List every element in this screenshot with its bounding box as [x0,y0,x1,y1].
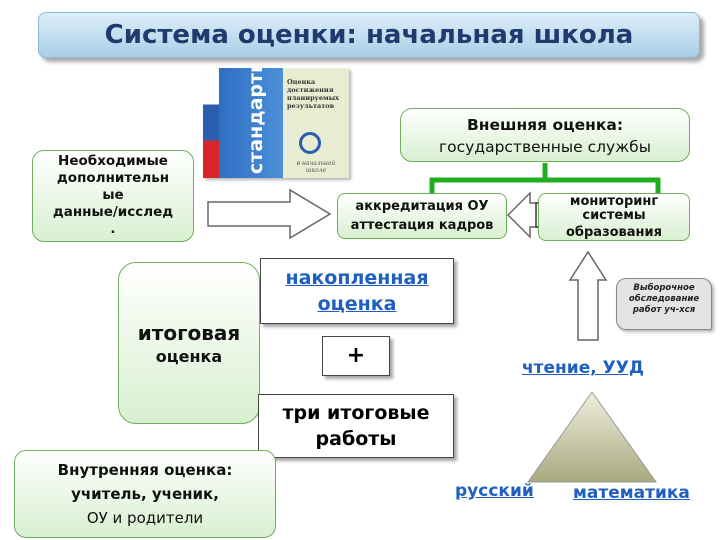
extra-data-line3: ые [102,187,124,203]
external-evaluation-box: Внешняя оценка: государственные службы [400,108,690,162]
extra-data-box: Необходимые дополнительн ые данные/иссле… [32,150,194,242]
monitoring-line1: мониторинг [569,194,659,209]
cumulative-evaluation-line1: накопленная [285,267,429,289]
internal-evaluation-box: Внутренняя оценка: учитель, ученик, ОУ и… [14,450,276,538]
internal-evaluation-line1: Внутренняя оценка: [57,461,233,479]
arrow-right-icon [207,188,332,240]
external-evaluation-subtitle: государственные службы [439,138,651,156]
monitoring-line2: системы [582,208,646,223]
sample-survey-line2: обследование [628,294,700,304]
book-cover-title: Оценка достижения планируемых результато… [287,78,340,110]
final-evaluation-line2: оценка [155,346,223,366]
extra-data-line5: . [110,221,116,237]
three-works-line2: работы [315,428,397,450]
sample-survey-line1: Выборочное [633,283,695,293]
internal-evaluation-line2: учитель, ученик, [71,485,219,503]
accreditation-line1: аккредитация ОУ [355,199,489,214]
extra-data-line4: данные/исслед [52,204,174,220]
reading-label: чтение, УУД [522,358,644,378]
pyramid-triangle [527,391,657,483]
accreditation-line2: аттестация кадров [350,218,494,233]
monitoring-box: мониторинг системы образования [538,193,690,241]
plus-sign: + [346,343,366,368]
cumulative-evaluation-line2: оценка [317,293,397,315]
book-logo-icon [299,132,321,154]
page-title-text: Система оценки: начальная школа [104,20,634,50]
accreditation-box: аккредитация ОУ аттестация кадров [337,193,507,239]
monitoring-line3: образования [565,225,662,240]
plus-box: + [322,336,390,376]
book-flag-stripe [203,68,219,178]
russian-label: русский [455,481,534,501]
three-works-box: три итоговые работы [258,394,454,458]
internal-evaluation-line3: ОУ и родители [86,509,204,527]
sample-survey-box: Выборочное обследование работ уч-хся [616,278,712,330]
extra-data-line1: Необходимые [58,153,168,169]
final-evaluation-box: итоговая оценка [118,262,260,424]
page-title: Система оценки: начальная школа [38,12,700,58]
arrow-up-icon [568,250,608,341]
book-cover-subtitle: в начальной школе [296,160,336,174]
three-works-line1: три итоговые [282,402,430,424]
book-spine [219,68,283,178]
standards-book-image: стандарты второго поколения Оценка дости… [203,68,349,178]
final-evaluation-line1: итоговая [137,320,241,345]
external-evaluation-title: Внешняя оценка: [466,116,624,134]
math-label: математика [573,483,690,503]
extra-data-line2: дополнительн [56,170,170,186]
sample-survey-line3: работ уч-хся [632,305,696,315]
cumulative-evaluation-box: накопленная оценка [260,258,454,324]
